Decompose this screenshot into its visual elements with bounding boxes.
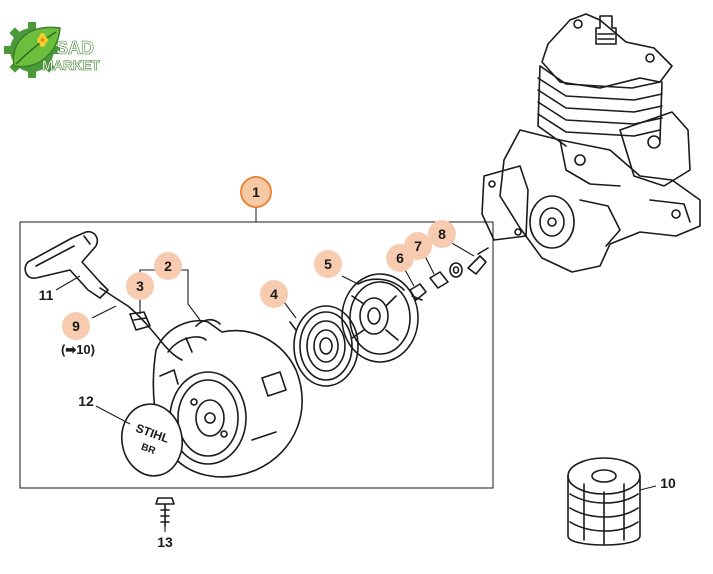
- callout-label-13: 13: [157, 534, 173, 550]
- callout-label-11: 11: [39, 287, 54, 303]
- logo-text-bottom: MARKET: [42, 58, 100, 73]
- rewind-spring: [289, 305, 359, 387]
- pawl-parts: [409, 247, 489, 301]
- logo: SAD MARKET: [4, 22, 101, 78]
- callout-label-2: 2: [164, 258, 172, 274]
- callout-5: 5: [314, 250, 342, 278]
- brand-plate-model: BR: [139, 442, 157, 458]
- callout-7: 7: [404, 232, 432, 260]
- callout-label-5: 5: [324, 256, 332, 272]
- see-reference: (➡10): [61, 342, 95, 357]
- callout-9: 9: [62, 312, 90, 340]
- callout-label-12: 12: [78, 393, 94, 409]
- callout-4: 4: [260, 280, 288, 308]
- starter-grip: [24, 230, 129, 307]
- rope-spool: [567, 457, 641, 546]
- callout-2: 2: [154, 252, 182, 280]
- callout-label-6: 6: [396, 250, 404, 266]
- leaf-icon: [12, 26, 61, 68]
- callout-label-4: 4: [270, 286, 278, 302]
- assembly-frame: [19, 221, 494, 489]
- rope-guide: [129, 311, 151, 331]
- engine-illustration: [481, 13, 701, 273]
- logo-text-top: SAD: [56, 38, 94, 58]
- callout-label-10: 10: [660, 475, 676, 491]
- starter-rope: [127, 305, 183, 361]
- callout-label-1: 1: [252, 184, 260, 200]
- callout-label-8: 8: [438, 226, 446, 242]
- callout-label-3: 3: [136, 278, 144, 294]
- flower-icon: [37, 33, 48, 47]
- leader-lines: [55, 204, 657, 532]
- callout-3: 3: [126, 272, 154, 300]
- rope-rotor: [341, 273, 419, 363]
- assembly-callout: 1: [240, 176, 272, 208]
- brand-plate: STIHL BR: [121, 403, 183, 477]
- callout-label-9: 9: [72, 318, 80, 334]
- callout-label-7: 7: [414, 238, 422, 254]
- screw: [155, 497, 175, 527]
- callout-8: 8: [428, 220, 456, 248]
